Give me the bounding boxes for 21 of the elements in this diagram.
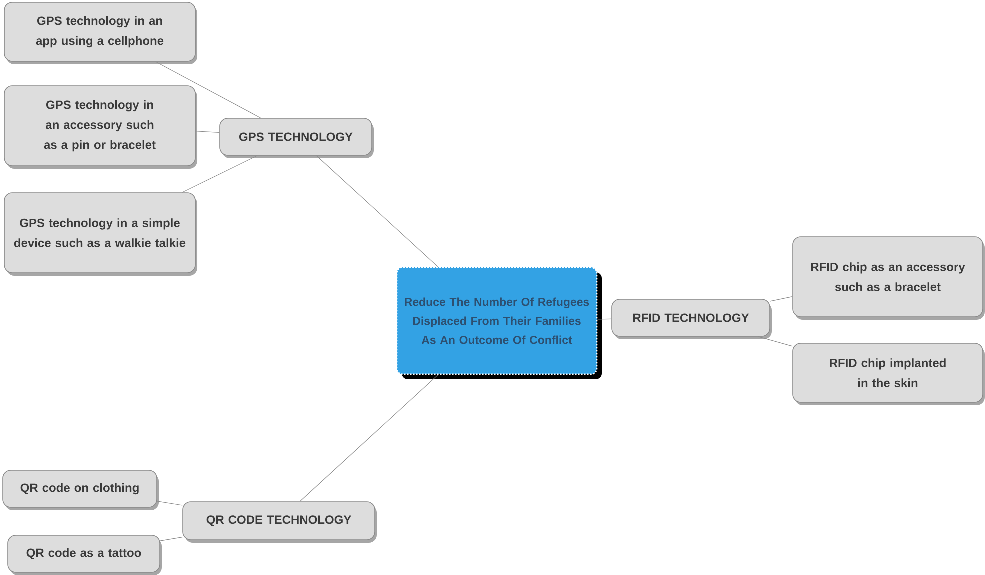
connector-line bbox=[770, 296, 793, 302]
idea-box: GPS technology in a simple device such as a walkie talkie bbox=[4, 192, 198, 276]
idea-box: GPS technology in an accessory such as a pin or bracelet bbox=[4, 86, 198, 169]
branch-box: RFID TECHNOLOGY bbox=[612, 299, 772, 340]
idea-box: RFID chip implanted in the skin bbox=[792, 343, 985, 406]
connector-line bbox=[156, 62, 262, 118]
idea-box: QR code as a tattoo bbox=[8, 535, 162, 575]
central-topic-box: Reduce The Number Of Refugees Displaced From Their Families As An Outcome Of Conflict bbox=[396, 266, 602, 380]
connector-line bbox=[597, 318, 612, 320]
idea-box: GPS technology in an app using a cellphone bbox=[4, 2, 198, 64]
connector-line bbox=[316, 156, 438, 268]
idea-box: RFID chip as an accessory such as a bracelet bbox=[792, 236, 985, 320]
idea-box: QR code on clothing bbox=[2, 470, 159, 510]
connector-line bbox=[160, 537, 183, 542]
connector-line bbox=[758, 336, 793, 347]
branch-box: GPS TECHNOLOGY bbox=[220, 118, 374, 158]
connector-line bbox=[182, 156, 258, 193]
connector-line bbox=[300, 374, 438, 502]
connector-line bbox=[196, 131, 220, 134]
connector-line bbox=[157, 501, 183, 506]
branch-box: QR CODE TECHNOLOGY bbox=[182, 502, 377, 543]
